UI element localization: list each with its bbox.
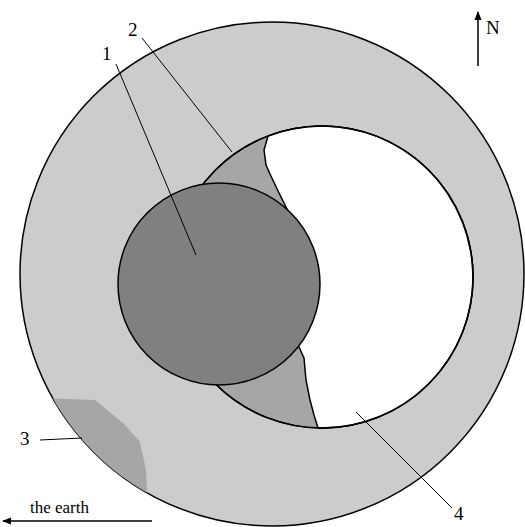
leader-line — [356, 412, 452, 508]
leader-line — [116, 64, 196, 255]
callout-number: 4 — [454, 504, 464, 523]
leader-line — [142, 38, 232, 152]
callout-number: 1 — [102, 44, 112, 63]
north-arrow — [477, 12, 479, 66]
earth-arrow — [3, 520, 152, 522]
grey-patch — [40, 398, 148, 515]
dark-disc — [118, 183, 320, 385]
leader-line — [40, 438, 82, 440]
north-label: N — [486, 18, 500, 37]
callout-number: 3 — [20, 429, 30, 448]
callout-number: 2 — [128, 20, 138, 39]
direction-label: the earth — [30, 499, 89, 516]
outer-disc — [20, 22, 524, 526]
